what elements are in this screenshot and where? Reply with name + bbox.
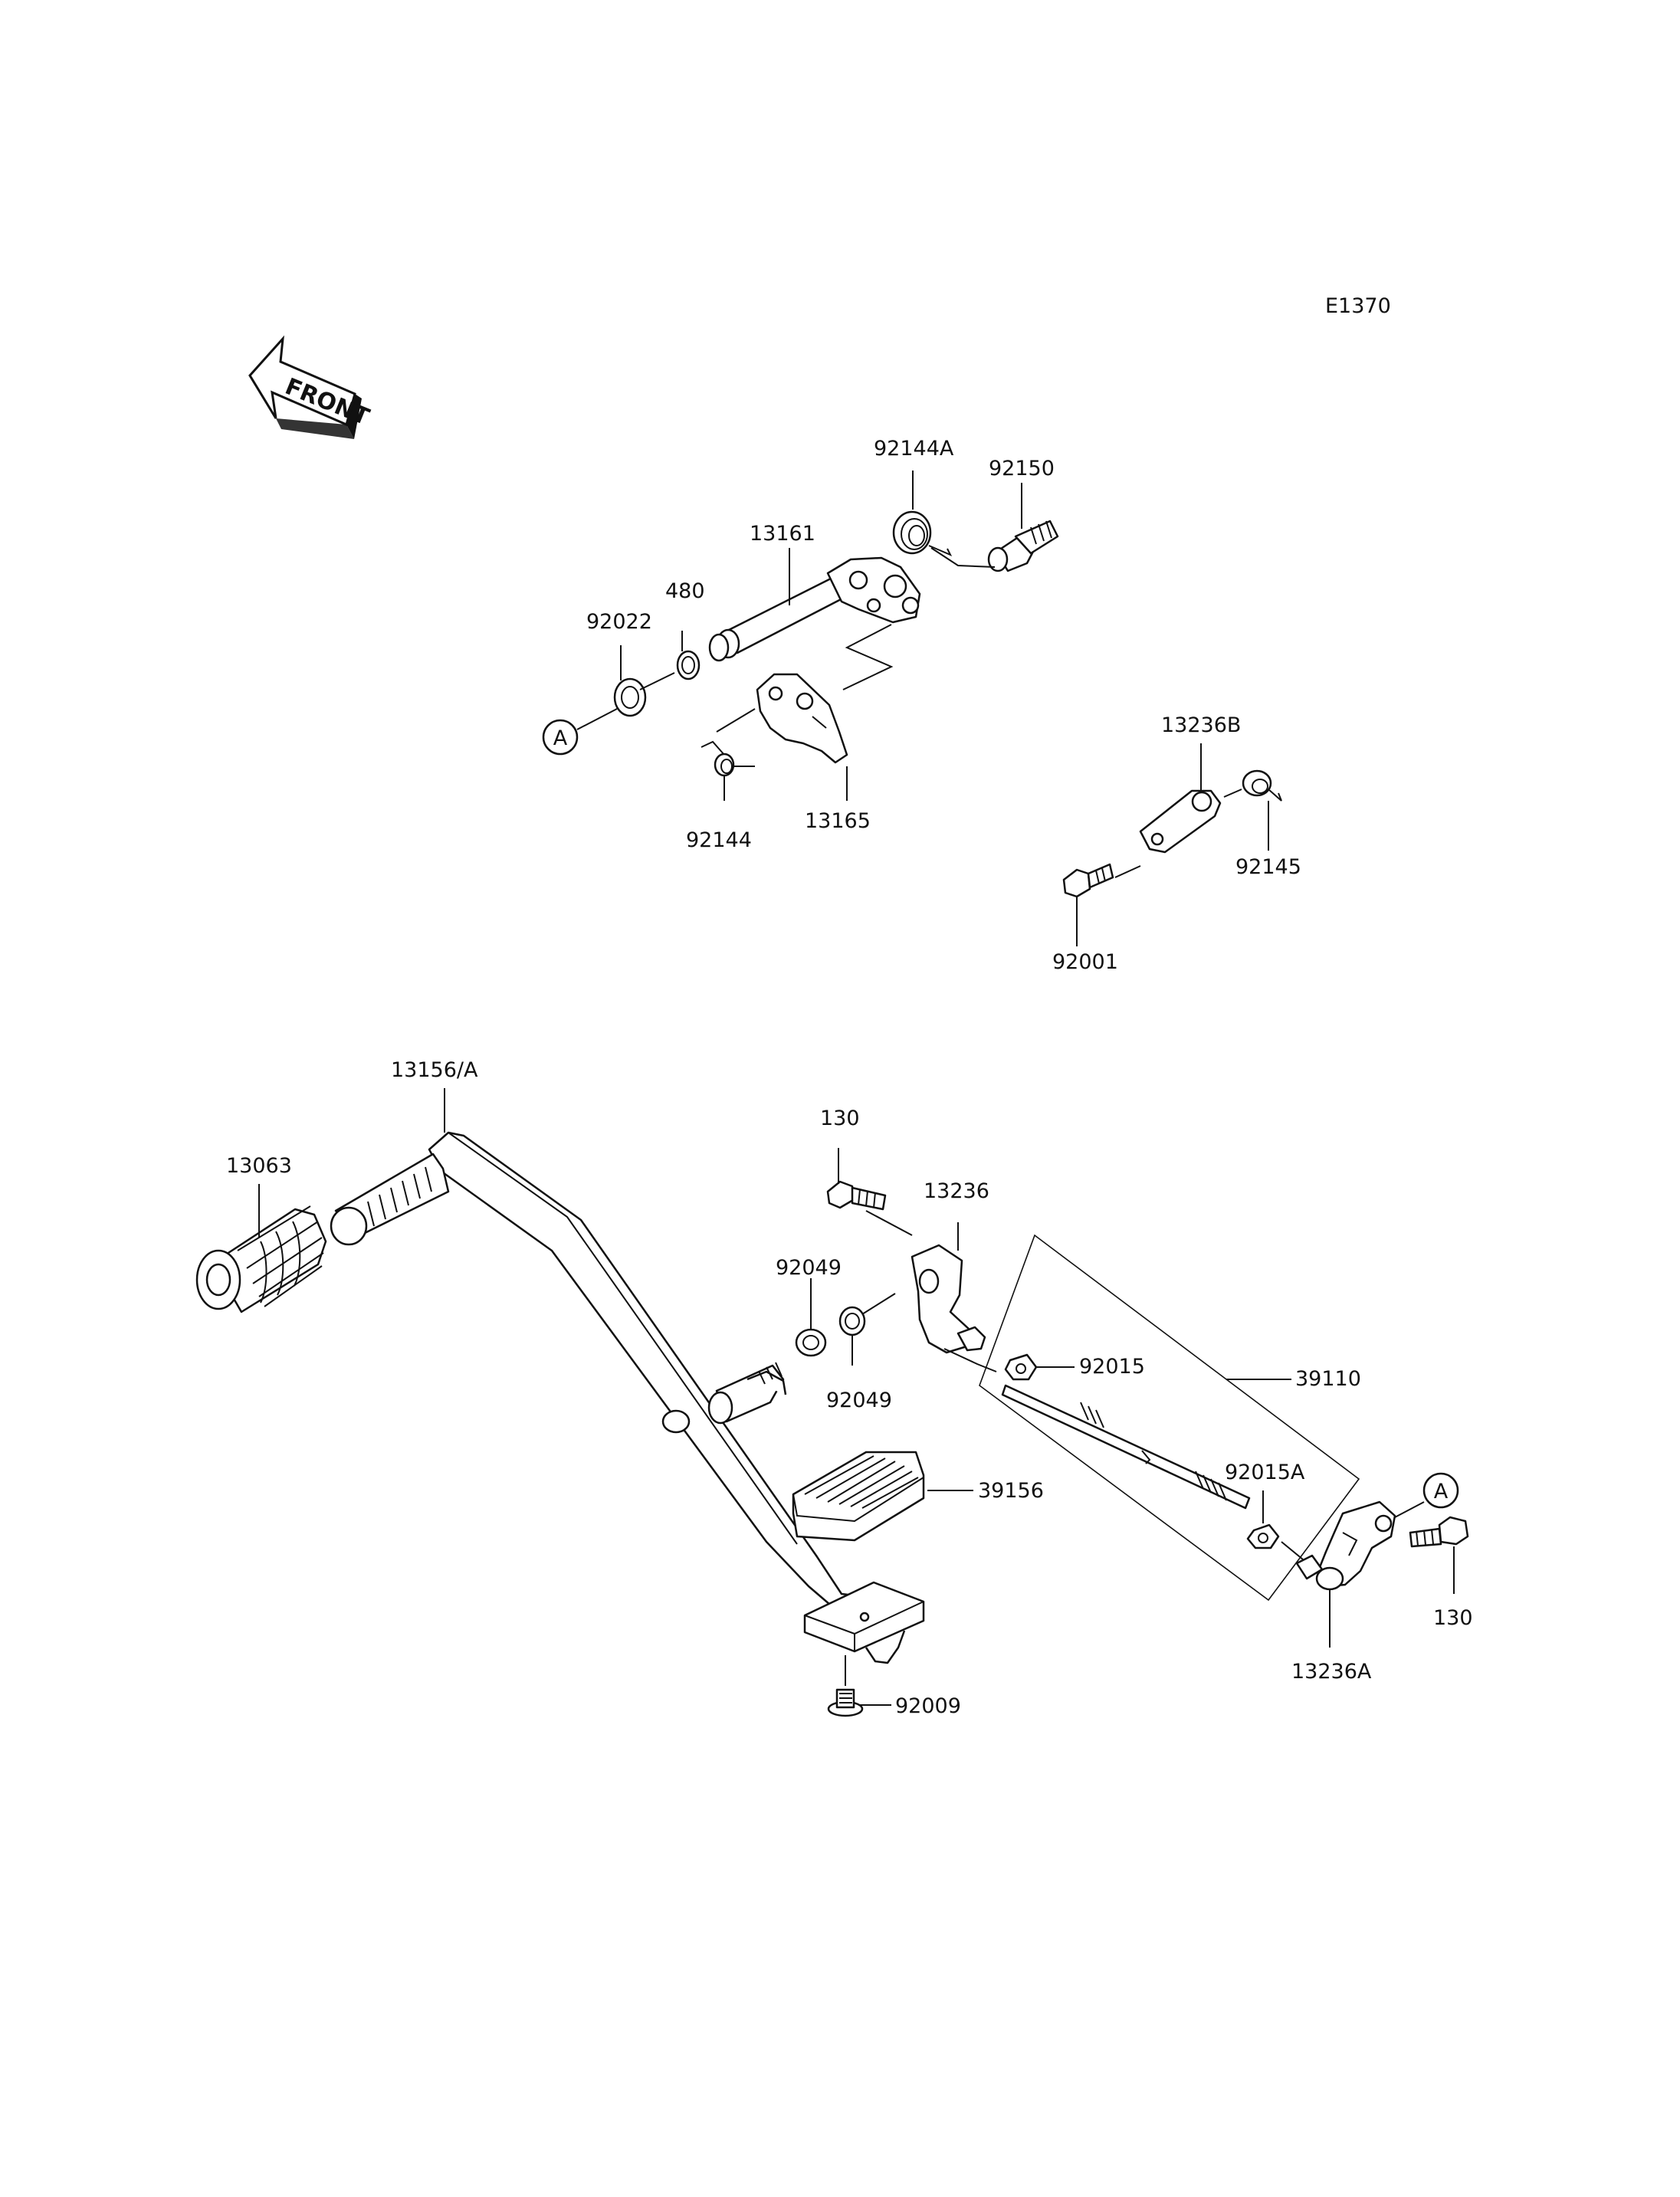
label-39110: 39110 — [1295, 1367, 1361, 1391]
label-92145: 92145 — [1235, 855, 1301, 879]
label-92150: 92150 — [989, 457, 1055, 480]
svg-text:A: A — [1434, 1480, 1449, 1503]
label-130-top: 130 — [820, 1107, 860, 1130]
shift-shaft-assembly — [708, 556, 921, 662]
pin-92150-icon — [987, 520, 1059, 572]
nut-92015-icon — [1004, 1353, 1038, 1381]
label-39156: 39156 — [978, 1479, 1044, 1503]
label-13156A: 13156/A — [391, 1058, 478, 1082]
circlip-480-icon — [676, 650, 701, 680]
label-92015A: 92015A — [1225, 1461, 1305, 1484]
bolt-130-right-icon — [1409, 1516, 1469, 1548]
upper-leader-lines — [576, 471, 1022, 801]
lever-pivot-shaft-icon — [707, 1362, 787, 1425]
spring-92145-icon — [1242, 769, 1282, 802]
reference-marker-a-left: A — [542, 719, 579, 756]
label-13236A: 13236A — [1291, 1660, 1372, 1684]
oil-seal-92049-b-icon — [838, 1306, 866, 1336]
label-13165: 13165 — [805, 809, 871, 833]
label-130-right: 130 — [1433, 1606, 1473, 1630]
label-92001: 92001 — [1052, 950, 1118, 974]
label-92144: 92144 — [686, 828, 752, 852]
plate-13165-icon — [756, 673, 848, 764]
shift-lever-13156A-icon — [330, 1131, 925, 1664]
arm-13236-icon — [911, 1244, 986, 1354]
label-92022: 92022 — [586, 610, 652, 634]
tie-rod-39110-icon — [1001, 1384, 1251, 1510]
diagram-code: E1370 — [1325, 294, 1391, 318]
label-13063: 13063 — [226, 1154, 292, 1178]
label-13161: 13161 — [750, 522, 815, 546]
oil-seal-92049-a-icon — [795, 1328, 827, 1357]
label-92015: 92015 — [1079, 1355, 1145, 1379]
label-92009: 92009 — [895, 1694, 961, 1718]
nut-92015A-icon — [1246, 1523, 1280, 1549]
washer-92022-icon — [613, 677, 647, 717]
callout-labels: 92144A 92150 13161 480 92022 92144 13165… — [226, 437, 1473, 1718]
label-13236: 13236 — [924, 1179, 989, 1203]
label-92049-b: 92049 — [826, 1389, 892, 1412]
bracket-13236B-icon — [1139, 789, 1222, 854]
bolt-130-top-icon — [826, 1180, 887, 1211]
reference-marker-a-right: A — [1422, 1472, 1459, 1509]
lower-leader-lines — [258, 1088, 1455, 1706]
pedal-pad-39156-icon — [792, 1451, 925, 1542]
bolt-92001-icon — [1062, 863, 1114, 898]
label-480: 480 — [665, 579, 705, 603]
spring-92144-icon — [701, 740, 755, 777]
bracket-13236B-leaders — [1076, 743, 1269, 946]
label-13236B: 13236B — [1161, 713, 1241, 737]
bolt-92009-icon — [827, 1688, 864, 1717]
arm-13236A-icon — [1295, 1500, 1396, 1591]
svg-text:A: A — [553, 726, 568, 750]
label-92144A: 92144A — [874, 437, 954, 461]
front-arrow-icon: FRONT — [248, 335, 373, 439]
pedal-rubber-13063-icon — [195, 1205, 327, 1313]
label-92049-a: 92049 — [776, 1256, 842, 1280]
spring-92144A-icon — [892, 510, 953, 556]
